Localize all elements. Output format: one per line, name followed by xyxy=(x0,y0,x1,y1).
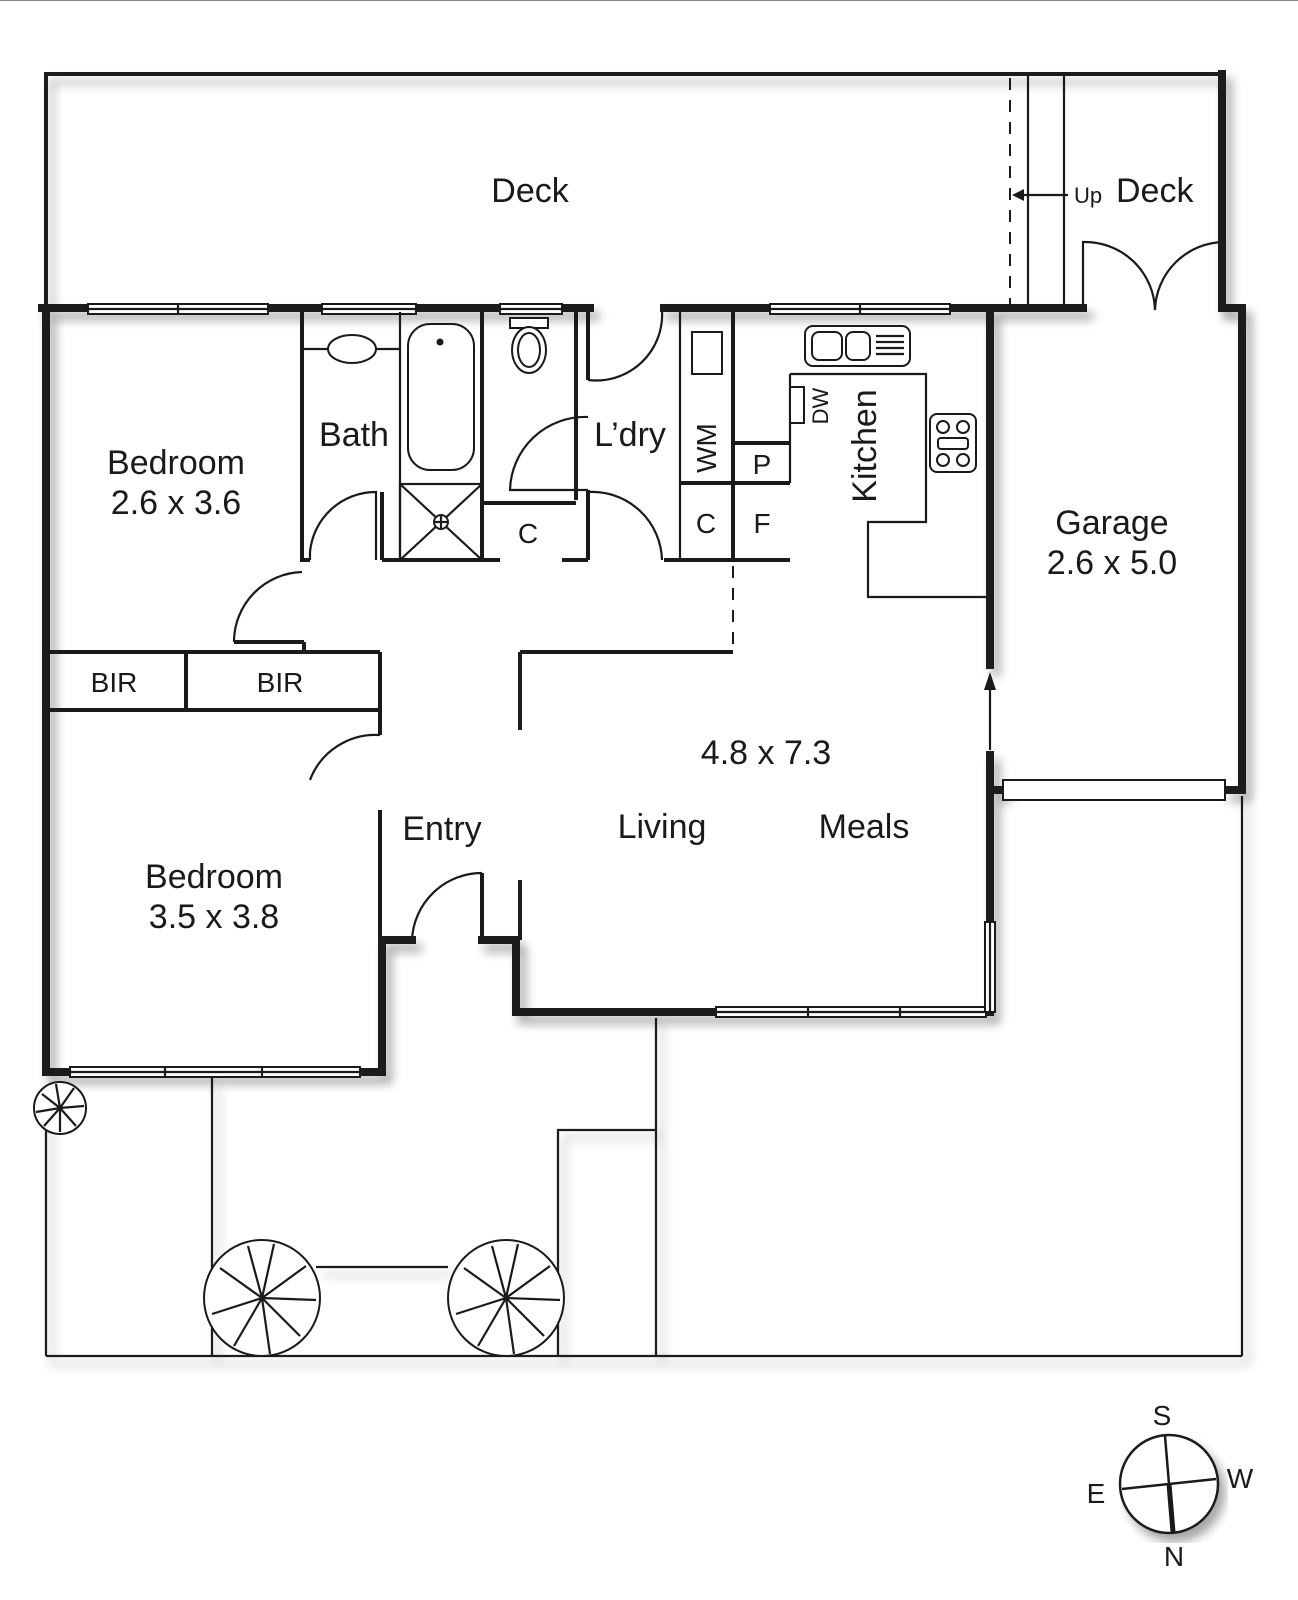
pantry-label: P xyxy=(753,449,772,480)
upper-deck-label: Deck xyxy=(1116,172,1194,210)
up-label: Up xyxy=(1074,183,1102,208)
top-border-line xyxy=(0,0,1298,1)
garage-label: Garage xyxy=(1055,504,1168,542)
garage-arrow-icon xyxy=(984,672,996,690)
living-meals-size: 4.8 x 7.3 xyxy=(701,734,831,772)
washing-machine-label: WM xyxy=(691,423,722,473)
interior-walls xyxy=(46,310,986,940)
compass-east: E xyxy=(1087,1478,1106,1509)
garage-size: 2.6 x 5.0 xyxy=(1047,544,1177,582)
deck-area xyxy=(44,70,1226,308)
fridge-label: F xyxy=(753,508,770,539)
toilet-icon xyxy=(509,317,549,374)
bath-closet-label: C xyxy=(518,518,538,549)
house-walls xyxy=(38,304,1246,1076)
compass-west: W xyxy=(1227,1463,1254,1494)
garage-door xyxy=(1002,779,1226,801)
up-arrow-icon xyxy=(1012,189,1024,201)
windows xyxy=(69,303,1226,1078)
shower-icon xyxy=(398,482,484,562)
entry-label: Entry xyxy=(402,810,481,848)
compass-icon xyxy=(1118,1433,1220,1535)
bir2-label: BIR xyxy=(257,667,304,698)
deck-steps xyxy=(1009,76,1068,304)
compass-south: S xyxy=(1153,1400,1172,1431)
laundry-closet-label: C xyxy=(696,508,716,539)
kitchen-label: Kitchen xyxy=(846,389,884,502)
bedroom2-label: Bedroom xyxy=(145,858,283,896)
kitchen-sink-icon xyxy=(804,325,911,367)
bathtub-icon xyxy=(407,323,475,471)
compass-north: N xyxy=(1164,1541,1184,1572)
garage-double-door xyxy=(1081,240,1226,311)
meals-label: Meals xyxy=(819,808,910,846)
basin-icon xyxy=(327,334,377,364)
living-label: Living xyxy=(618,808,707,846)
deck-label: Deck xyxy=(491,172,569,210)
tree-icons xyxy=(33,1081,565,1357)
tree-icon xyxy=(447,1239,565,1357)
bath-label: Bath xyxy=(319,416,389,454)
laundry-tub-icon xyxy=(691,331,723,375)
tree-icon xyxy=(203,1239,321,1357)
small-shrub-icon xyxy=(33,1081,87,1135)
laundry-label: L’dry xyxy=(594,416,666,454)
bedroom1-label: Bedroom xyxy=(107,444,245,482)
cooktop-icon xyxy=(929,413,977,473)
bedroom2-size: 3.5 x 3.8 xyxy=(149,898,279,936)
bir1-label: BIR xyxy=(91,667,138,698)
dishwasher-icon xyxy=(789,386,805,424)
bedroom1-size: 2.6 x 3.6 xyxy=(111,484,241,522)
dishwasher-label: DW xyxy=(808,387,833,424)
fixtures xyxy=(302,317,977,562)
labels: Deck Up Deck Bedroom 2.6 x 3.6 Bath L’dr… xyxy=(91,172,1254,1572)
door-swings xyxy=(232,309,996,941)
